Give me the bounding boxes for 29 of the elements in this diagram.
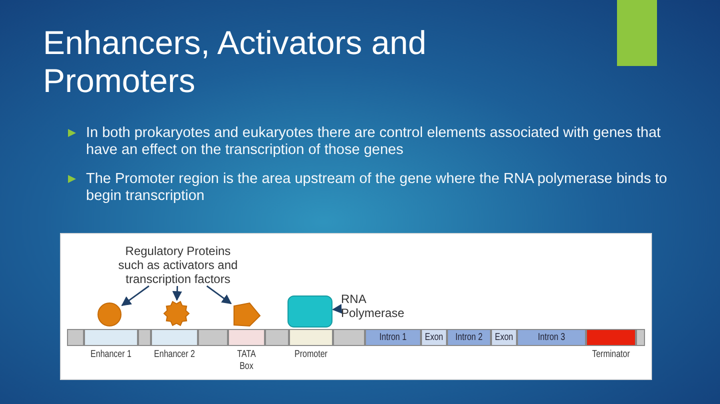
arrow	[206, 285, 232, 304]
spacer-segment	[636, 329, 645, 346]
bullet-text: In both prokaryotes and eukaryotes there are control elements associated with genes that have an effect on the transcription of those genes	[86, 125, 662, 159]
segment-label: TATA Box	[236, 349, 257, 373]
segment-label: Terminator	[591, 349, 631, 361]
gene-segment: Exon	[421, 329, 447, 346]
spacer-segment	[333, 329, 365, 346]
bullet-text: The Promoter region is the area upstream of the gene where the RNA polymerase binds to begin transcription	[86, 171, 668, 205]
segment-label: Enhancer 2	[153, 349, 196, 361]
spacer-segment	[265, 329, 289, 346]
gene-segment: Exon	[491, 329, 517, 346]
gene-segment: Intron 1	[365, 329, 421, 346]
spacer-segment	[198, 329, 228, 346]
spacer-segment	[67, 329, 84, 346]
spacer-segment	[138, 329, 151, 346]
callout-text: Regulatory Proteins such as activators and transcription factors	[116, 244, 240, 286]
gene-segment: Intron 3	[517, 329, 586, 346]
arrow	[332, 304, 342, 314]
slide-title: Enhancers, Activators and Promoters	[43, 24, 428, 100]
gene-segment: Intron 2	[447, 329, 491, 346]
protein-shape	[231, 302, 261, 327]
callout-text: RNA Polymerase	[341, 292, 411, 320]
segment-label: Enhancer 1	[90, 349, 132, 361]
protein-shape	[97, 302, 122, 327]
arrow	[121, 285, 150, 306]
arrow	[172, 286, 182, 301]
polymerase-shape	[287, 295, 333, 328]
protein-shape	[163, 300, 190, 327]
segment-label: Promoter	[294, 349, 328, 361]
